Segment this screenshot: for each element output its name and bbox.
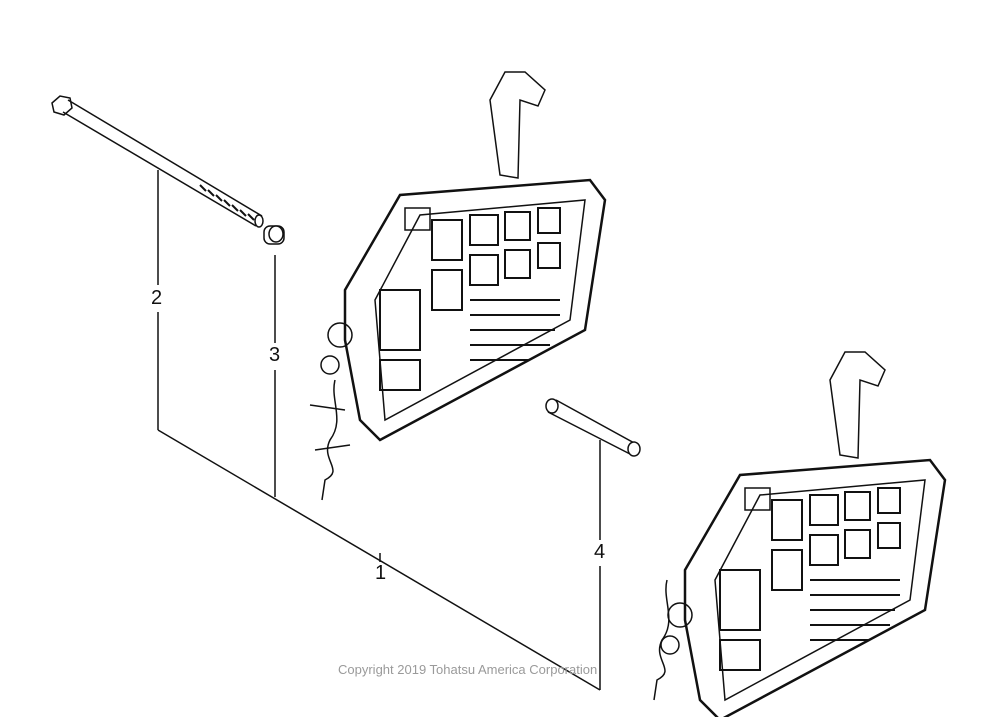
- callout-2: 2: [151, 287, 163, 309]
- remote-control-box-1: [309, 71, 607, 501]
- callout-1: 1: [375, 562, 387, 584]
- callout-4: 4: [594, 541, 606, 563]
- leader-lines: [157, 170, 601, 691]
- copyright-text: Copyright 2019 Tohatsu America Corporati…: [338, 662, 598, 677]
- bolt-part: [51, 95, 264, 228]
- callout-3: 3: [269, 344, 281, 366]
- washer-part: [263, 225, 285, 245]
- pin-part: [545, 398, 641, 457]
- remote-control-box-2: [653, 351, 947, 717]
